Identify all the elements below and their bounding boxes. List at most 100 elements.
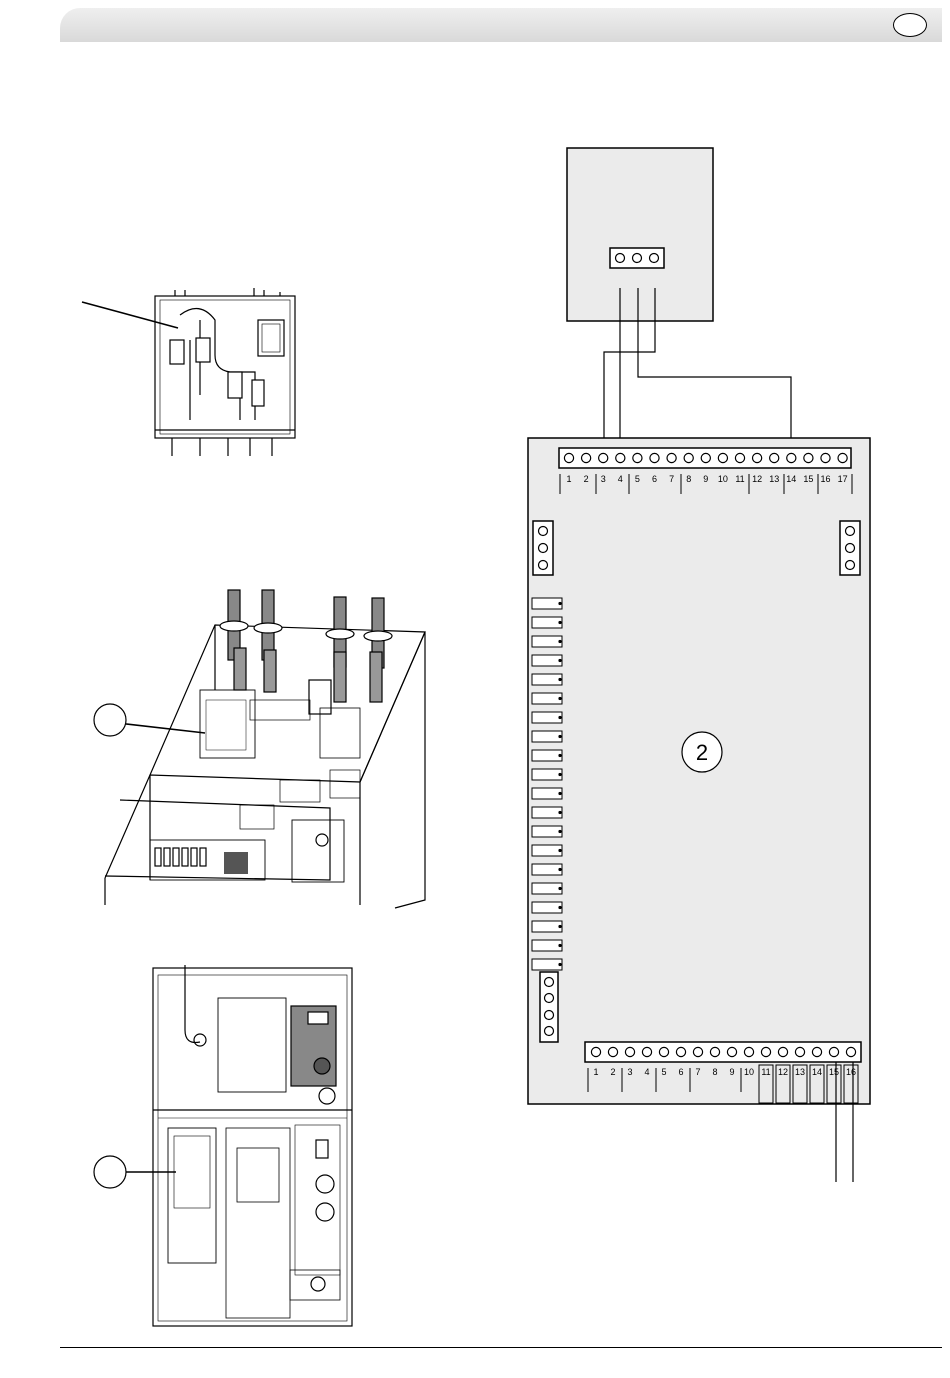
bottom-terminal-16 bbox=[846, 1047, 855, 1056]
connector-tab-6 bbox=[532, 693, 562, 704]
bottom-terminal-label-6: 6 bbox=[678, 1067, 683, 1077]
external-module-box bbox=[567, 148, 713, 321]
connector-tab-pin bbox=[558, 811, 561, 814]
bottom-terminal-7 bbox=[693, 1047, 702, 1056]
top-terminal-label-15: 15 bbox=[803, 474, 813, 484]
bottom-terminal-15 bbox=[829, 1047, 838, 1056]
connector-tab-19 bbox=[532, 940, 562, 951]
top-terminal-label-6: 6 bbox=[652, 474, 657, 484]
connector-tab-pin bbox=[558, 963, 561, 966]
top-terminal-label-2: 2 bbox=[584, 474, 589, 484]
open-unit-illustration bbox=[94, 590, 425, 908]
right-side-connector bbox=[840, 521, 860, 575]
connector-tab-pin bbox=[558, 640, 561, 643]
connector-tab-8 bbox=[532, 731, 562, 742]
connector-tab-pin bbox=[558, 678, 561, 681]
connector-tab-5 bbox=[532, 674, 562, 685]
top-terminal-4 bbox=[616, 453, 625, 462]
unit-front-illustration bbox=[94, 965, 352, 1326]
connector-tab-18 bbox=[532, 921, 562, 932]
connector-tab-pin bbox=[558, 602, 561, 605]
bottom-terminal-10 bbox=[744, 1047, 753, 1056]
top-terminal-label-5: 5 bbox=[635, 474, 640, 484]
bottom-terminal-8 bbox=[710, 1047, 719, 1056]
connector-tab-11 bbox=[532, 788, 562, 799]
hydraulic-module-illustration bbox=[82, 288, 295, 456]
connector-tab-20 bbox=[532, 959, 562, 970]
connector-tab-4 bbox=[532, 655, 562, 666]
bottom-terminal-4 bbox=[642, 1047, 651, 1056]
connector-tab-2 bbox=[532, 617, 562, 628]
top-terminal-label-4: 4 bbox=[618, 474, 623, 484]
connector-tab-12 bbox=[532, 807, 562, 818]
connector-tab-1 bbox=[532, 598, 562, 609]
bottom-terminal-label-15: 15 bbox=[829, 1067, 839, 1077]
bottom-terminal-label-9: 9 bbox=[729, 1067, 734, 1077]
bottom-terminal-label-10: 10 bbox=[744, 1067, 754, 1077]
connector-tab-pin bbox=[558, 868, 561, 871]
top-terminal-1 bbox=[564, 453, 573, 462]
top-terminal-label-11: 11 bbox=[735, 474, 744, 484]
connector-tab-pin bbox=[558, 716, 561, 719]
connector-tab-13 bbox=[532, 826, 562, 837]
top-terminal-5 bbox=[633, 453, 642, 462]
connector-tab-pin bbox=[558, 697, 561, 700]
connector-tab-pin bbox=[558, 659, 561, 662]
board-label: 2 bbox=[696, 740, 708, 765]
connector-tab-17 bbox=[532, 902, 562, 913]
bottom-terminal-label-12: 12 bbox=[778, 1067, 788, 1077]
top-terminal-11 bbox=[735, 453, 744, 462]
top-terminal-13 bbox=[770, 453, 779, 462]
top-terminal-10 bbox=[718, 453, 727, 462]
connector-tab-3 bbox=[532, 636, 562, 647]
top-terminal-6 bbox=[650, 453, 659, 462]
connector-tab-9 bbox=[532, 750, 562, 761]
bottom-terminal-13 bbox=[795, 1047, 804, 1056]
top-terminal-label-9: 9 bbox=[703, 474, 708, 484]
bottom-terminal-label-1: 1 bbox=[593, 1067, 598, 1077]
top-terminal-12 bbox=[753, 453, 762, 462]
bottom-terminal-12 bbox=[778, 1047, 787, 1056]
connector-tab-pin bbox=[558, 849, 561, 852]
connector-tab-pin bbox=[558, 944, 561, 947]
connector-tab-pin bbox=[558, 792, 561, 795]
top-terminal-label-17: 17 bbox=[838, 474, 848, 484]
top-terminal-label-7: 7 bbox=[669, 474, 674, 484]
connector-tab-16 bbox=[532, 883, 562, 894]
bottom-terminal-label-7: 7 bbox=[695, 1067, 700, 1077]
connector-tab-15 bbox=[532, 864, 562, 875]
top-terminal-17 bbox=[838, 453, 847, 462]
bottom-terminal-label-14: 14 bbox=[812, 1067, 822, 1077]
bottom-terminal-11 bbox=[761, 1047, 770, 1056]
connector-tab-pin bbox=[558, 621, 561, 624]
top-terminal-9 bbox=[701, 453, 710, 462]
bottom-terminal-6 bbox=[676, 1047, 685, 1056]
bottom-terminal-label-4: 4 bbox=[644, 1067, 649, 1077]
top-terminal-15 bbox=[804, 453, 813, 462]
bottom-terminal-2 bbox=[608, 1047, 617, 1056]
connector-tab-10 bbox=[532, 769, 562, 780]
top-terminal-3 bbox=[599, 453, 608, 462]
left-side-connector bbox=[533, 521, 553, 575]
bottom-terminal-label-5: 5 bbox=[661, 1067, 666, 1077]
bottom-terminal-label-2: 2 bbox=[610, 1067, 615, 1077]
left-lower-connector bbox=[540, 972, 558, 1042]
connector-tab-7 bbox=[532, 712, 562, 723]
top-terminal-label-16: 16 bbox=[820, 474, 830, 484]
bottom-terminal-1 bbox=[591, 1047, 600, 1056]
top-terminal-label-10: 10 bbox=[718, 474, 728, 484]
top-terminal-label-14: 14 bbox=[786, 474, 796, 484]
bottom-terminal-label-13: 13 bbox=[795, 1067, 805, 1077]
top-terminal-label-12: 12 bbox=[752, 474, 762, 484]
connector-tab-pin bbox=[558, 754, 561, 757]
bottom-terminal-5 bbox=[659, 1047, 668, 1056]
top-terminal-2 bbox=[582, 453, 591, 462]
connector-tab-pin bbox=[558, 830, 561, 833]
bottom-terminal-14 bbox=[812, 1047, 821, 1056]
footer-rule bbox=[60, 1347, 942, 1348]
connector-tab-pin bbox=[558, 925, 561, 928]
connector-tab-pin bbox=[558, 773, 561, 776]
top-terminal-label-3: 3 bbox=[601, 474, 606, 484]
